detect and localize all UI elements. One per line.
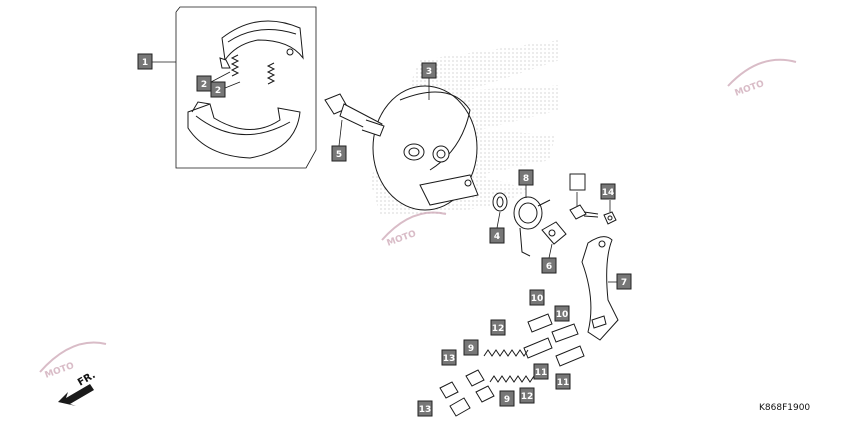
callout-12a: 12 — [490, 319, 506, 336]
callout-9b: 9 — [499, 390, 515, 407]
svg-text:13: 13 — [443, 354, 456, 364]
brake-shoe-lower — [187, 101, 301, 159]
leader-lines — [210, 71, 617, 283]
svg-text:9: 9 — [468, 344, 474, 354]
svg-text:2: 2 — [215, 86, 221, 96]
callout-13b: 13 — [417, 400, 433, 417]
callout-4: 4 — [489, 227, 505, 244]
svg-text:3: 3 — [426, 67, 432, 77]
brake-arm — [581, 236, 619, 341]
axle-bolt — [324, 93, 385, 137]
svg-text:7: 7 — [621, 278, 627, 288]
svg-text:14: 14 — [602, 188, 615, 198]
callout-11b: 11 — [555, 373, 571, 390]
front-direction-arrow-icon — [58, 384, 94, 406]
svg-text:13: 13 — [419, 405, 432, 415]
callout-2a: 2 — [196, 75, 212, 92]
callout-12b: 12 — [519, 387, 535, 404]
return-spring — [513, 196, 551, 257]
callout-7: 7 — [616, 273, 632, 290]
kit-bracket — [175, 6, 317, 169]
callout-1: 1 — [137, 53, 153, 70]
callout-14: 14 — [600, 183, 616, 200]
svg-text:9: 9 — [504, 395, 510, 405]
callout-13a: 13 — [441, 349, 457, 366]
callout-10b: 10 — [554, 305, 570, 322]
svg-text:2: 2 — [201, 80, 207, 90]
pins — [439, 369, 495, 417]
brake-panel — [372, 85, 479, 211]
svg-text:11: 11 — [535, 368, 548, 378]
svg-text:4: 4 — [494, 232, 500, 242]
svg-text:11: 11 — [557, 378, 570, 388]
callouts: 1 2 2 3 4 5 6 7 8 9 9 10 10 11 11 12 12 … — [137, 53, 632, 417]
callout-blank — [569, 173, 586, 191]
shims — [523, 313, 585, 367]
front-direction-label: FR. — [76, 370, 98, 389]
svg-text:12: 12 — [521, 392, 534, 402]
callout-2b: 2 — [210, 81, 226, 98]
svg-text:6: 6 — [546, 262, 552, 272]
watermark-logo-icon: MOTO — [39, 341, 107, 381]
nut — [603, 211, 617, 225]
callout-10a: 10 — [529, 289, 545, 306]
indicator-plate — [541, 221, 567, 245]
svg-text:8: 8 — [523, 174, 529, 184]
svg-text:1: 1 — [142, 58, 148, 68]
brake-shoe-upper — [219, 20, 304, 69]
diagram-code: K868F1900 — [759, 403, 810, 413]
callout-11a: 11 — [533, 363, 549, 380]
watermark-logo-icon: MOTO — [381, 211, 447, 249]
callout-9a: 9 — [463, 339, 479, 356]
svg-text:10: 10 — [556, 310, 569, 320]
svg-text:10: 10 — [531, 294, 544, 304]
callout-3: 3 — [421, 62, 437, 79]
callout-6: 6 — [541, 257, 557, 274]
springs-2 — [230, 54, 276, 85]
svg-text:5: 5 — [336, 150, 342, 160]
bolt — [569, 204, 599, 220]
springs-12 — [483, 349, 535, 383]
callout-5: 5 — [331, 145, 347, 162]
svg-text:12: 12 — [492, 324, 505, 334]
watermark-logo-icon: MOTO — [727, 58, 797, 99]
svg-text:MOTO: MOTO — [734, 79, 766, 99]
callout-8: 8 — [518, 169, 534, 186]
